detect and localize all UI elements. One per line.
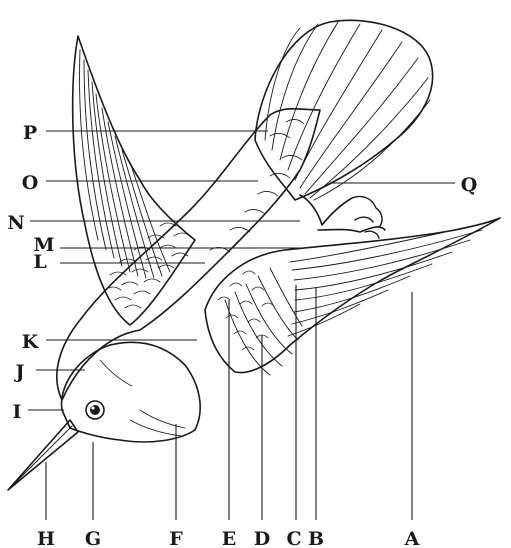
leader-lines [28,131,455,520]
label-c: C [286,528,301,548]
label-b: B [308,528,324,548]
label-p: P [23,122,37,144]
bird-illustration [8,20,500,490]
label-h: H [37,528,55,548]
label-i: I [13,401,22,423]
label-j: J [14,361,25,383]
label-k: K [22,331,40,353]
label-q: Q [461,174,478,196]
label-g: G [85,528,101,548]
label-n: N [7,212,24,234]
label-f: F [169,528,183,548]
label-l: L [33,251,46,273]
label-a: A [404,528,420,548]
beak [8,420,78,490]
label-d: D [254,528,270,548]
label-o: O [22,172,39,194]
head [62,342,201,442]
label-e: E [222,528,236,548]
body [57,109,320,400]
legs-and-feet [300,195,385,238]
right-wing [205,218,500,375]
